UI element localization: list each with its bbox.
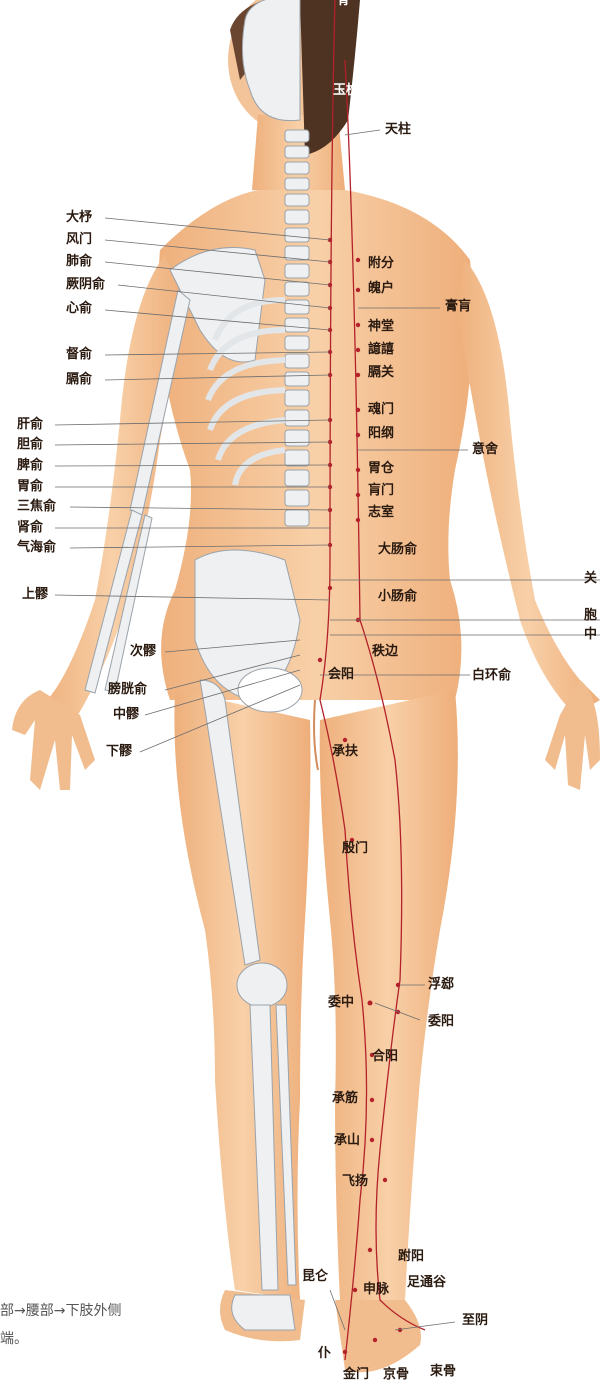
label-fengmen: 风门 — [66, 233, 92, 246]
label-chengjin: 承筋 — [332, 1092, 358, 1105]
label-jinggu: 京骨 — [383, 1368, 409, 1381]
label-sanjiaoshu: 三焦俞 — [17, 500, 56, 513]
label-shenshu: 肾俞 — [17, 521, 43, 534]
label-huiyang: 会阳 — [328, 668, 354, 681]
label-yishe: 意舍 — [472, 443, 498, 456]
label-ganshu: 肝俞 — [17, 418, 43, 431]
label-zhishi: 志室 — [368, 506, 394, 519]
label-yanggang: 阳纲 — [368, 427, 394, 440]
label-jinmen: 金门 — [343, 1368, 369, 1381]
label-weizhong: 委中 — [328, 996, 354, 1009]
caption-line-1: 部→腰部→下肢外侧 — [0, 1300, 121, 1320]
label-geshu: 膈俞 — [66, 373, 92, 386]
label-dazhu: 大杼 — [66, 211, 92, 224]
label-chengfu: 承扶 — [332, 745, 358, 758]
label-xinshu: 心俞 — [66, 302, 92, 315]
label-xialiao: 下髎 — [106, 745, 132, 758]
label-zutonggu: 足通谷 — [407, 1276, 446, 1289]
label-weiyang: 委阳 — [428, 1015, 454, 1028]
label-geguan: 膈关 — [368, 366, 394, 379]
label-fufen: 附分 — [368, 257, 394, 270]
label-weicang: 胃仓 — [368, 462, 394, 475]
label-zhong: 中 — [584, 628, 597, 641]
label-feiyang: 飞扬 — [342, 1175, 368, 1188]
label-hunmen: 魂门 — [368, 403, 394, 416]
label-shentang: 神堂 — [368, 320, 394, 333]
label-qihaishu: 气海俞 — [17, 541, 56, 554]
label-yinmen: 殷门 — [342, 842, 368, 855]
label-fuyang: 跗阳 — [398, 1250, 424, 1263]
label-fuxi: 浮郄 — [428, 978, 454, 991]
label-shenmai: 申脉 — [363, 1283, 389, 1296]
label-huangmen: 肓门 — [368, 484, 394, 497]
label-ciliao: 次髎 — [130, 645, 156, 658]
label-shangliao: 上髎 — [22, 588, 48, 601]
label-kunlun: 昆仑 — [302, 1270, 328, 1283]
label-dachangshu: 大肠俞 — [378, 543, 417, 556]
label-baihuanshu: 白环俞 — [472, 669, 511, 682]
label-xiaochangshu: 小肠俞 — [378, 590, 417, 603]
label-jueyinshu: 厥阴俞 — [66, 278, 105, 291]
label-yuzhen: 玉枕 — [333, 84, 359, 97]
label-zhibian: 秩边 — [372, 645, 398, 658]
label-weishu: 胃俞 — [17, 480, 43, 493]
label-top: 脊 — [337, 0, 350, 7]
label-heyang: 合阳 — [372, 1050, 398, 1063]
label-danshu: 胆俞 — [17, 438, 43, 451]
label-dushu: 督俞 — [66, 348, 92, 361]
label-shugu: 束骨 — [430, 1365, 456, 1378]
label-pangguangshu: 膀胱俞 — [108, 683, 147, 696]
label-gaohuang: 膏肓 — [445, 300, 471, 313]
label-pishu: 脾俞 — [17, 459, 43, 472]
label-yixi: 譩譆 — [368, 343, 394, 356]
label-guan: 关 — [584, 572, 597, 585]
label-zhiyin: 至阴 — [462, 1314, 488, 1327]
label-tianzhu: 天柱 — [385, 123, 411, 136]
label-chengshan: 承山 — [334, 1134, 360, 1147]
label-pohu: 魄户 — [368, 282, 394, 295]
label-zhongliao: 中髎 — [113, 708, 139, 721]
label-bao: 胞 — [584, 609, 597, 622]
label-feishu: 肺俞 — [66, 255, 92, 268]
label-pushen: 仆 — [318, 1347, 331, 1360]
caption-line-2: 端。 — [0, 1328, 28, 1348]
